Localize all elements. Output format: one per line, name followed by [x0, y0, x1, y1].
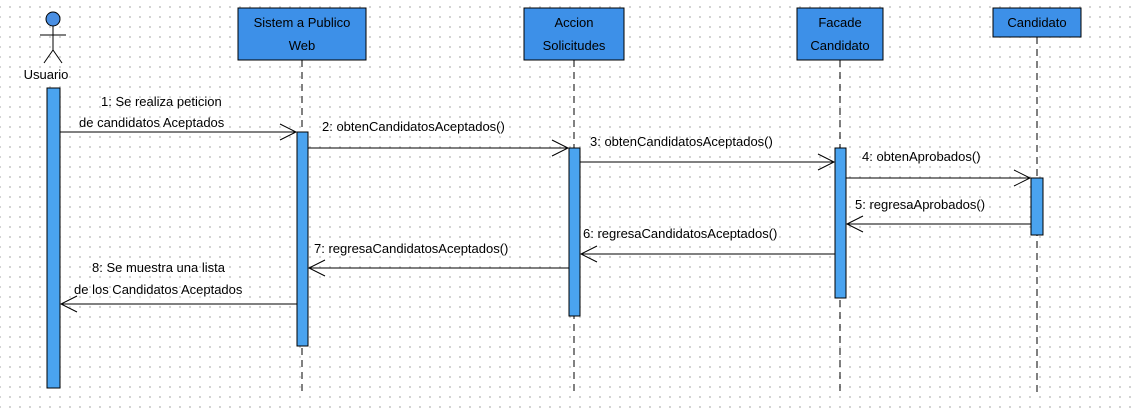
message-label: 4: obtenAprobados() — [862, 149, 981, 164]
actor-usuario[interactable]: Usuario — [24, 11, 69, 82]
message-label: 2: obtenCandidatosAceptados() — [322, 119, 505, 134]
message-3[interactable]: 3: obtenCandidatosAceptados() — [580, 134, 836, 171]
lifeline-box — [796, 7, 884, 61]
arrowhead — [845, 215, 864, 233]
arrowhead — [59, 295, 78, 313]
arrowhead — [307, 259, 326, 277]
arrowhead — [1013, 169, 1032, 187]
actor-label: Usuario — [24, 67, 69, 82]
activation-bar[interactable] — [46, 87, 61, 389]
message-5[interactable]: 5: regresaAprobados() — [845, 197, 1031, 233]
message-label: 6: regresaCandidatosAceptados() — [583, 226, 777, 241]
message-label: de los Candidatos Aceptados — [74, 282, 243, 297]
lifeline-box — [237, 7, 367, 61]
lifeline-title: Sistem a Publico — [254, 15, 351, 30]
lifeline-title: Web — [289, 38, 316, 53]
lifeline-title: Accion — [554, 15, 593, 30]
arrowhead — [551, 139, 570, 157]
message-label: 1: Se realiza peticion — [101, 94, 222, 109]
arrowhead — [579, 245, 598, 263]
message-4[interactable]: 4: obtenAprobados() — [846, 149, 1032, 187]
lifeline-accion[interactable]: Accion Solicitudes — [523, 7, 625, 61]
lifeline-title: Candidato — [1007, 15, 1066, 30]
activation-bar[interactable] — [568, 147, 581, 317]
lifeline-box — [523, 7, 625, 61]
message-1[interactable]: 1: Se realiza peticion de candidatos Ace… — [60, 94, 298, 141]
message-7[interactable]: 7: regresaCandidatosAceptados() — [307, 241, 569, 277]
message-6[interactable]: 6: regresaCandidatosAceptados() — [579, 226, 835, 263]
activation-bar[interactable] — [834, 147, 847, 299]
message-label: de candidatos Aceptados — [79, 115, 225, 130]
lifeline-facade[interactable]: Facade Candidato — [796, 7, 884, 61]
message-label: 3: obtenCandidatosAceptados() — [590, 134, 773, 149]
activation-bar[interactable] — [1030, 177, 1044, 236]
lifeline-candidato[interactable]: Candidato — [992, 7, 1082, 38]
arrowhead — [817, 153, 836, 171]
message-label: 5: regresaAprobados() — [855, 197, 985, 212]
lifeline-web[interactable]: Sistem a Publico Web — [237, 7, 367, 61]
activation-bar[interactable] — [296, 131, 309, 347]
message-2[interactable]: 2: obtenCandidatosAceptados() — [308, 119, 570, 157]
lifeline-title: Candidato — [810, 38, 869, 53]
message-8[interactable]: 8: Se muestra una lista de los Candidato… — [59, 260, 297, 313]
message-label: 7: regresaCandidatosAceptados() — [314, 241, 508, 256]
arrowhead — [279, 123, 298, 141]
lifeline-box — [992, 7, 1082, 38]
message-label: 8: Se muestra una lista — [92, 260, 226, 275]
lifeline-title: Facade — [818, 15, 861, 30]
stick-figure-icon — [40, 11, 66, 64]
lifeline-title: Solicitudes — [543, 38, 606, 53]
